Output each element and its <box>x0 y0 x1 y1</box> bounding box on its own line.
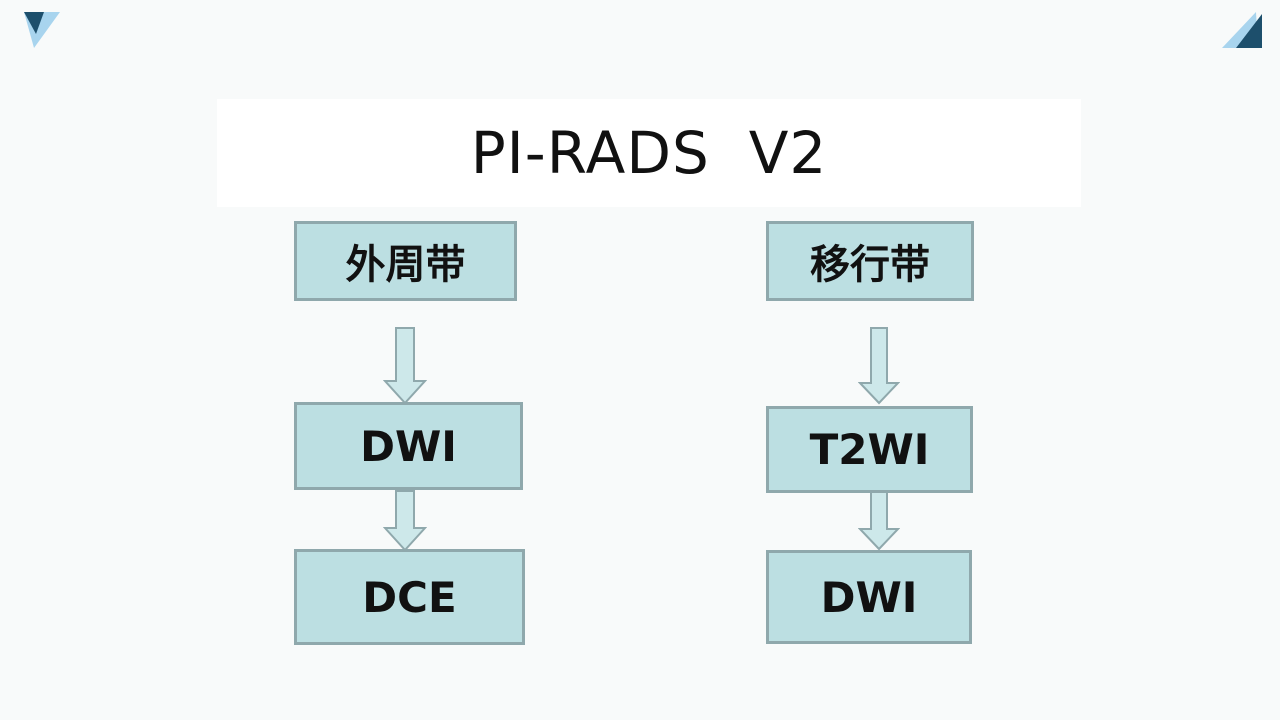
corner-logo-right <box>1222 12 1262 48</box>
down-arrow-icon <box>858 327 900 405</box>
corner-logo-left <box>24 12 60 48</box>
down-arrow-icon <box>858 491 900 551</box>
right-header-box: 移行带 <box>766 221 974 301</box>
down-arrow-icon <box>383 490 427 552</box>
title-box: PI-RADS V2 <box>217 99 1081 207</box>
down-arrow-icon <box>383 327 427 405</box>
right-step-2-box: DWI <box>766 550 972 644</box>
page-title: PI-RADS V2 <box>470 119 828 187</box>
right-step-1-box: T2WI <box>766 406 973 493</box>
left-step-2-box: DCE <box>294 549 525 645</box>
left-step-1-box: DWI <box>294 402 523 490</box>
left-header-box: 外周带 <box>294 221 517 301</box>
